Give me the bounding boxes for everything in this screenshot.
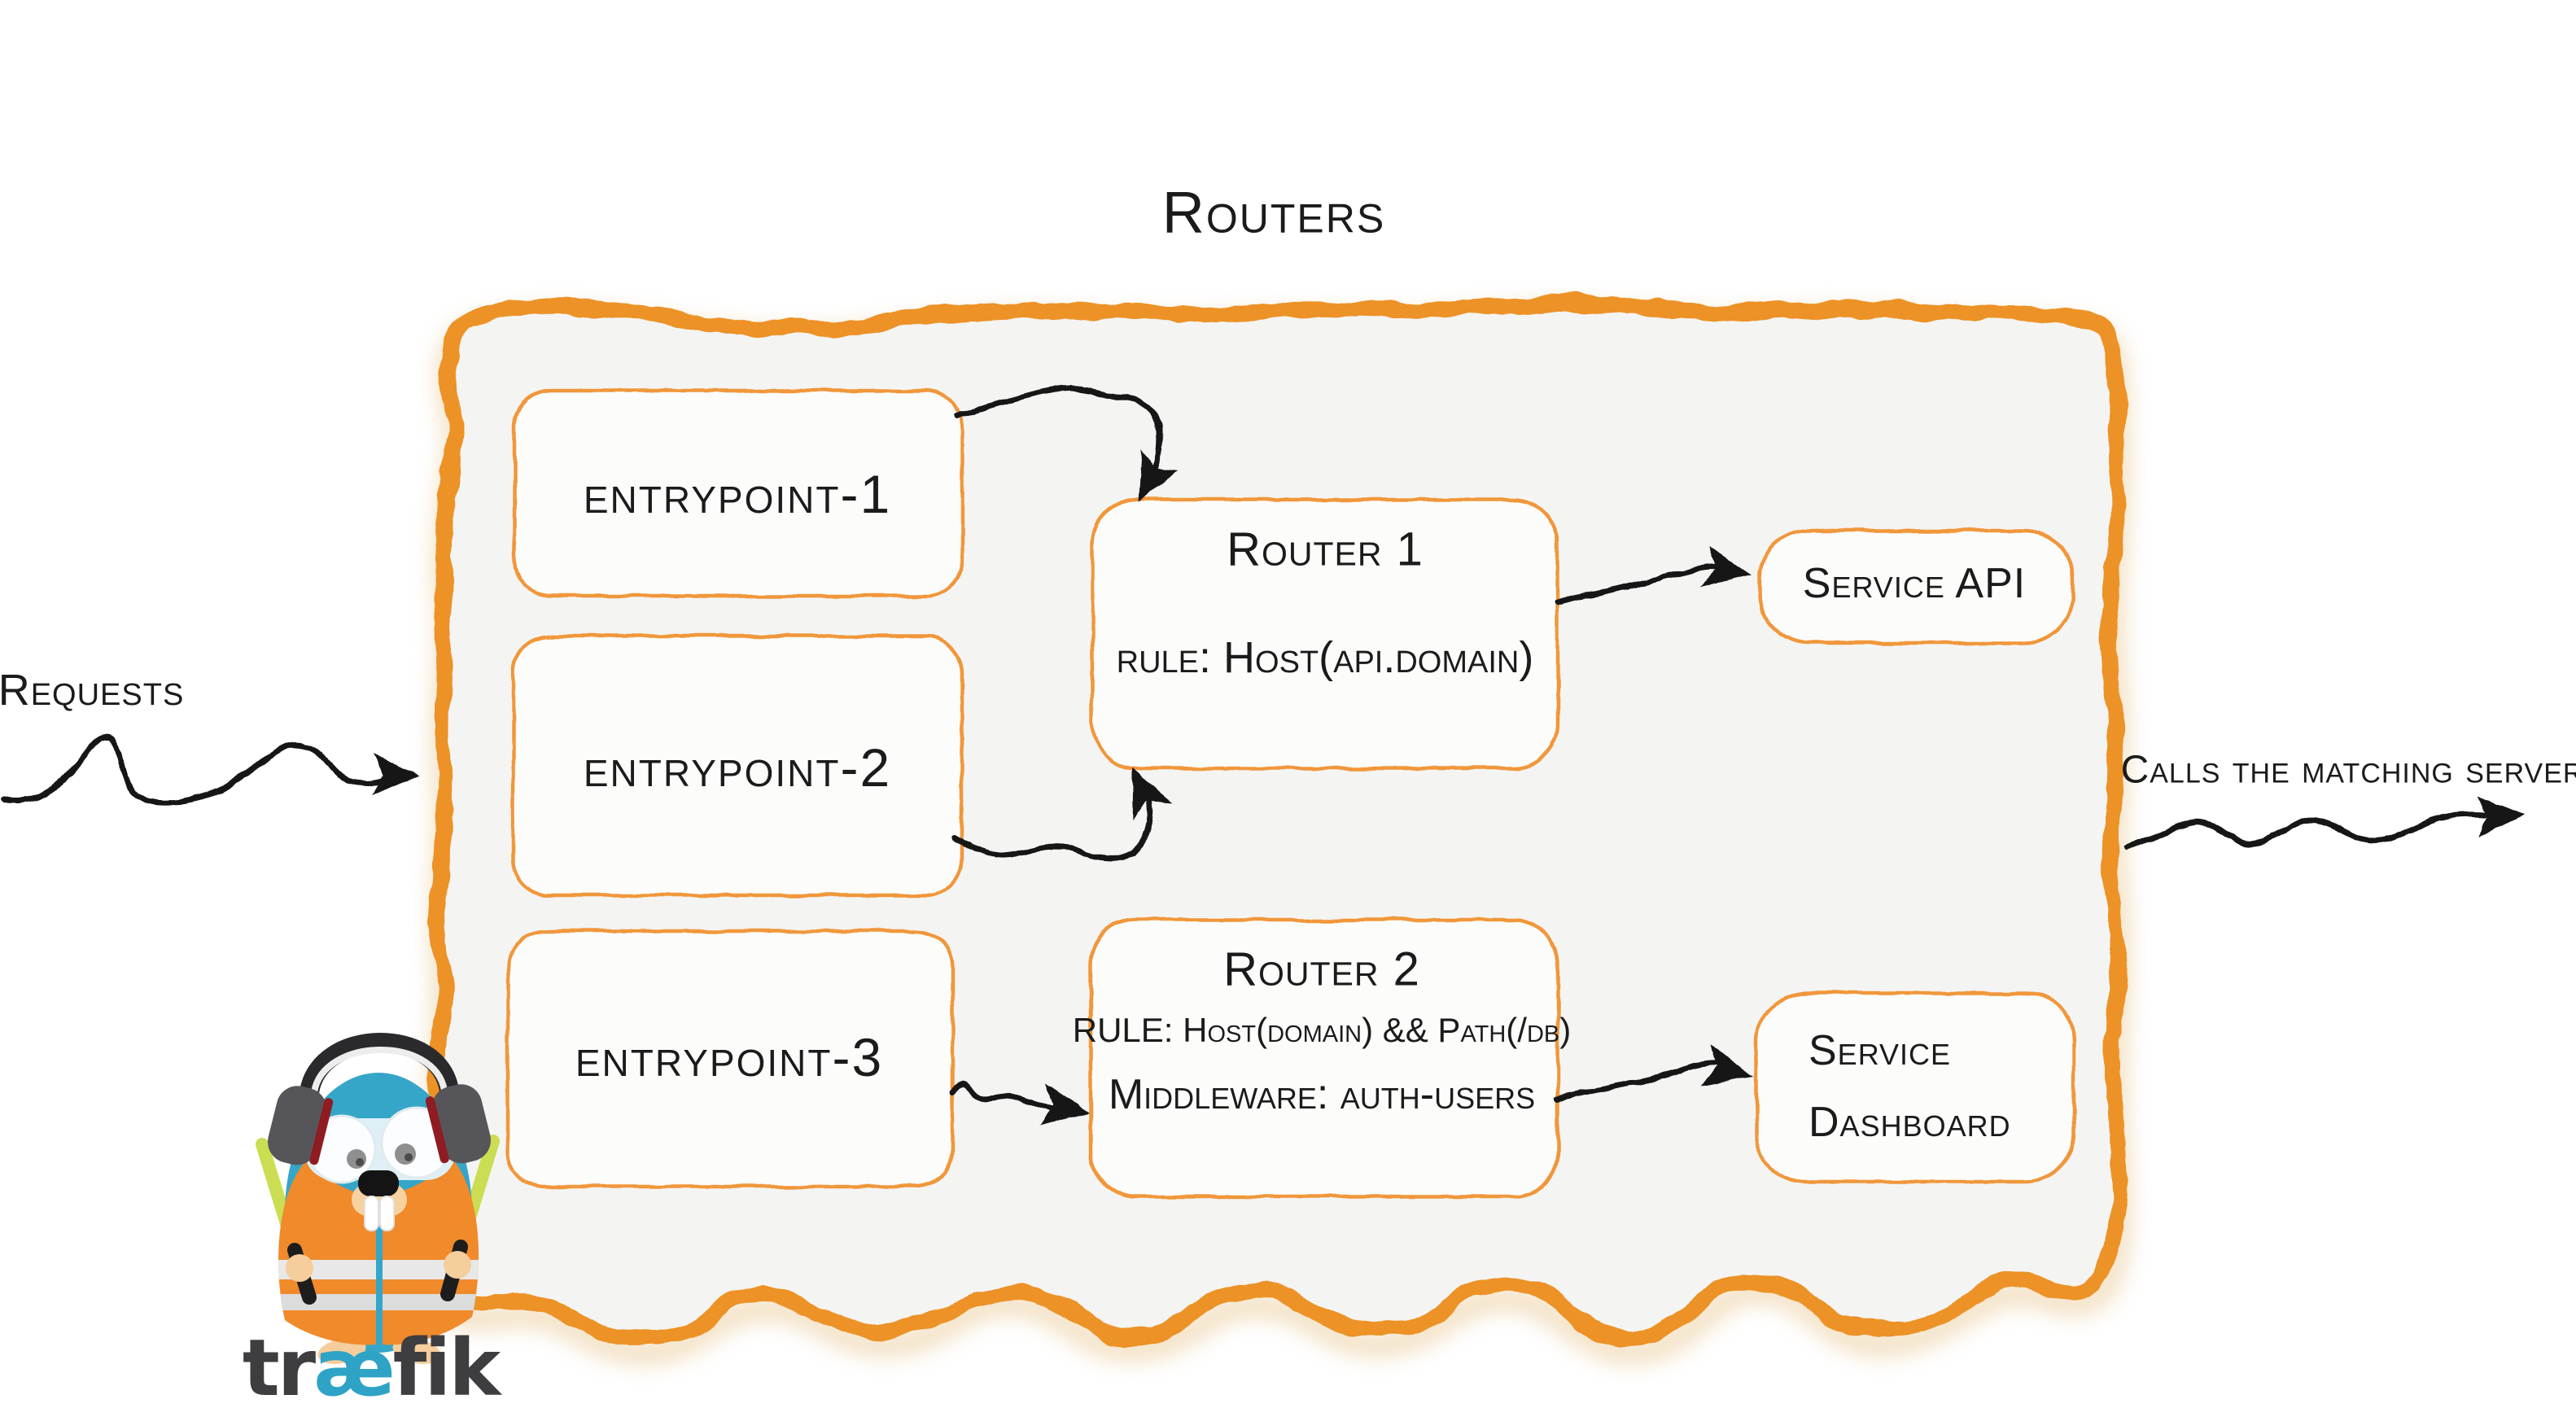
arrowhead-icon — [372, 752, 420, 795]
service-api-box — [1757, 528, 2075, 645]
gopher-tooth — [364, 1196, 379, 1231]
service-api-label: Service API — [1802, 560, 2027, 608]
gopher-pupil — [405, 1153, 413, 1161]
arrow-entrypoint1-to-router1 — [953, 385, 1179, 501]
headphones-left-cup — [267, 1086, 334, 1165]
gopher-foot — [317, 1338, 366, 1364]
entrypoint-2-label: entrypoint-2 — [583, 737, 892, 798]
arrowhead-icon — [1700, 1043, 1752, 1086]
arrow-entrypoint3-to-router2 — [950, 1081, 1089, 1125]
headphones-band — [300, 1033, 459, 1102]
gopher-foot — [392, 1338, 441, 1364]
arrowhead-icon — [2476, 795, 2525, 837]
entrypoint-3-box — [505, 929, 955, 1189]
service-dashboard-line1: Service — [1808, 1027, 1952, 1074]
headphones-band-highlight — [311, 1047, 448, 1095]
arrow-router1-to-service-api — [1554, 545, 1752, 606]
calls-arrow — [2123, 795, 2525, 851]
router-1-box — [1090, 497, 1560, 771]
arrowhead-icon — [1138, 449, 1179, 501]
requests-arrow — [2, 733, 420, 806]
arrowhead-icon — [1132, 768, 1172, 820]
gopher-pupil — [347, 1149, 366, 1169]
requests-label: Requests — [0, 665, 185, 715]
entrypoint-1-box — [512, 388, 964, 598]
arrow-router2-to-service-dashboard — [1554, 1043, 1752, 1102]
service-dashboard-label: Service Dashboard — [1808, 1027, 2011, 1148]
gopher-hand — [444, 1251, 471, 1279]
arrowhead-icon — [1039, 1082, 1089, 1125]
entrypoint-3-label: entrypoint-3 — [575, 1027, 884, 1088]
router-2-box — [1088, 917, 1560, 1199]
router-2-rule: RULE: Host(domain) && Path(/db) — [1072, 1010, 1572, 1049]
traefik-gopher-logo: træfik — [243, 1033, 505, 1408]
gopher-tooth — [379, 1196, 395, 1231]
router-2-title: Router 2 — [1223, 942, 1420, 996]
arrowhead-icon — [1701, 545, 1752, 588]
service-dashboard-line2: Dashboard — [1808, 1098, 2011, 1146]
entrypoint-2-box — [510, 634, 964, 898]
arrow-entrypoint2-to-router1 — [952, 768, 1172, 861]
headphones-right-cup — [425, 1084, 492, 1164]
traefik-wordmark: træfik — [243, 1323, 503, 1408]
calls-matching-server-label: Calls the matching server — [2120, 748, 2576, 792]
wordmark-tr: tr — [243, 1323, 317, 1408]
gopher-hand — [286, 1254, 313, 1282]
diagram-title: Routers — [1161, 180, 1386, 246]
service-dashboard-box — [1754, 990, 2076, 1184]
gopher-nose — [358, 1170, 399, 1196]
router-1-title: Router 1 — [1227, 523, 1424, 576]
router-2-middleware: Middleware: auth-users — [1108, 1071, 1536, 1119]
router-1-rule: rule: Host(api.domain) — [1116, 632, 1534, 682]
wordmark-ae: æ — [313, 1323, 393, 1408]
wordmark-fik: fik — [393, 1323, 503, 1408]
gopher-pupil — [356, 1158, 364, 1166]
gopher-pupil — [395, 1143, 416, 1165]
entrypoint-1-label: entrypoint-1 — [583, 464, 892, 525]
